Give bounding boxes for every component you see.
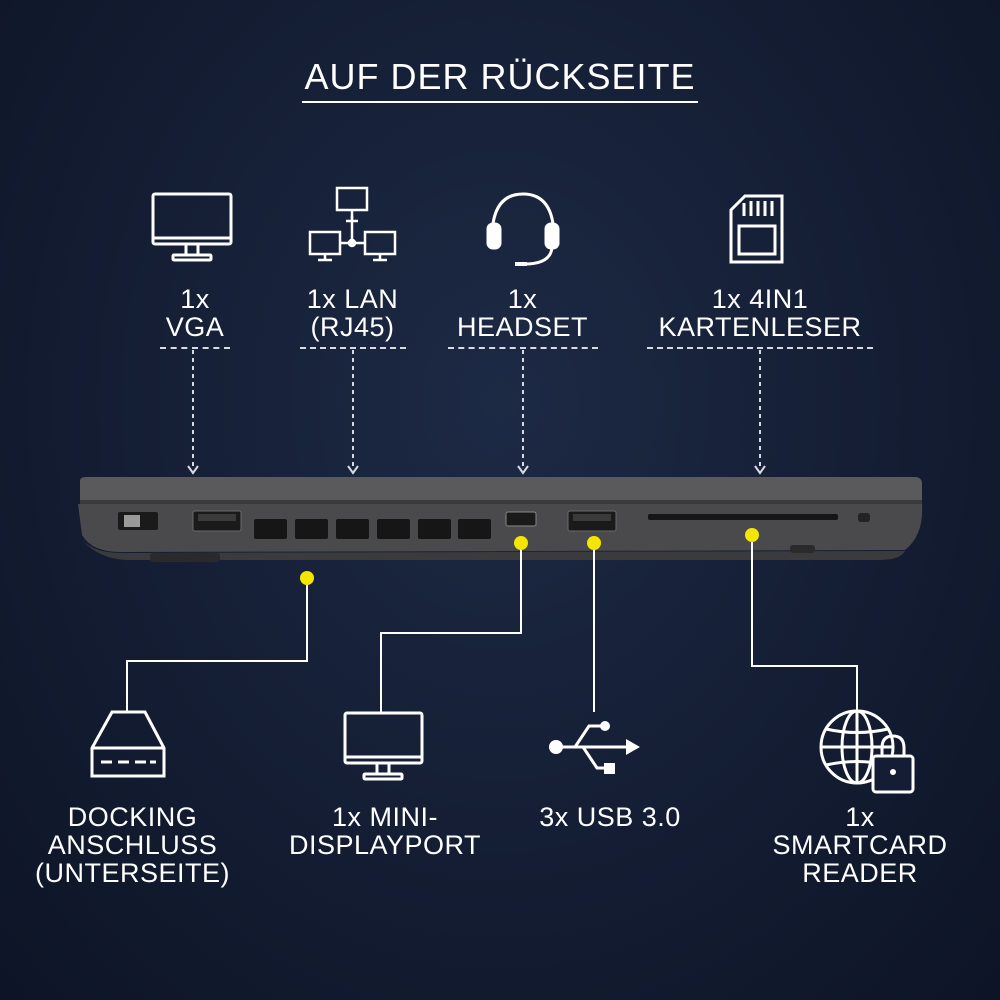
network-icon	[308, 186, 397, 262]
marker-docking	[300, 571, 314, 585]
docking-drive-icon	[90, 710, 166, 778]
monitor-icon-bottom	[343, 711, 424, 781]
page-title: AUF DER RÜCKSEITE	[0, 56, 1000, 103]
port-markers	[300, 528, 759, 585]
laptop-side-view	[78, 477, 923, 562]
label-lan: 1x LAN(RJ45)	[280, 285, 425, 349]
label-minidp: 1x MINI-DISPLAYPORT	[288, 802, 482, 860]
globe-lock-icon	[819, 709, 915, 794]
marker-smartcard	[745, 528, 759, 542]
sd-card-icon	[729, 194, 784, 264]
usb-icon	[549, 721, 640, 774]
label-usb: 3x USB 3.0	[539, 802, 681, 832]
marker-minidp	[514, 536, 528, 550]
marker-usb	[587, 536, 601, 550]
top-connectors	[192, 350, 761, 468]
monitor-icon	[151, 192, 233, 262]
headset-icon	[486, 192, 560, 266]
arrow-heads	[187, 465, 766, 475]
bottom-connectors	[126, 535, 858, 712]
